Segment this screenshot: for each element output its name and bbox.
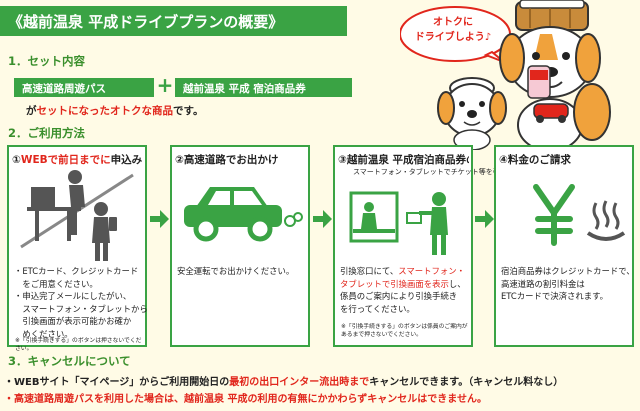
- cancel-rule-1-a: ・WEBサイト「マイページ」からご利用開始日の: [4, 377, 230, 388]
- mascot-dog-illustration: [400, 0, 611, 150]
- step-2-body: 安全運転でお出かけください。: [177, 266, 295, 276]
- arrow-right-icon: [313, 210, 332, 228]
- step-3-highlight-1: スマートフォン・: [398, 266, 465, 276]
- highway-pass-pill: 高速道路周遊パス: [14, 78, 154, 97]
- step-3-line-3: 係員のご案内により引換手続き: [340, 291, 458, 301]
- step-3-line-4: を行ってください。: [340, 303, 415, 314]
- step-3-highlight-2: タブレットで引換画面を表示: [340, 278, 449, 289]
- page-title: 《越前温泉 平成ドライブプランの概要》: [8, 13, 284, 31]
- bubble-line-2: ドライブしよう♪: [414, 32, 492, 43]
- step-1-line-5: 引換画面が表示可能かお確か: [14, 316, 132, 326]
- step-1-title-highlight: WEBで前日までに: [20, 154, 111, 166]
- section-1-heading: 1．セット内容: [8, 54, 86, 68]
- cancel-rule-1-b: キャンセルできます。（キャンセル料なし）: [369, 377, 564, 388]
- step-1-line-1: ・ETCカード、クレジットカード: [14, 266, 139, 276]
- step-1-line-3: ・申込完了メールにしたがい、: [14, 291, 132, 301]
- step-2-title: ②高速道路でお出かけ: [175, 154, 279, 166]
- step-4-body: 宿泊商品券はクレジットカードで、 高速道路の割引料金は ETCカードで決済されま…: [501, 265, 635, 303]
- step-3-line-1: 引換窓口にて、スマートフォン・: [340, 265, 468, 278]
- cancel-rule-2: ・高速道路周遊パスを利用した場合は、越前温泉 平成の利用の有無にかかわらずキャン…: [4, 394, 487, 405]
- car-icon: [184, 187, 303, 242]
- mascot-speech-bubble: オトクに ドライブしよう♪: [393, 15, 513, 45]
- set-desc-prefix: が: [26, 105, 37, 117]
- yen-icon: [533, 184, 575, 246]
- arrow-right-icon: [475, 210, 494, 228]
- title-banner: 《越前温泉 平成ドライブプランの概要》: [0, 6, 347, 36]
- step-1-title-rest: 申込み: [110, 154, 143, 166]
- section-3-heading: 3．キャンセルについて: [8, 354, 131, 368]
- step-3-note: ※「引換手続きする」のボタンは係員のご案内があるまで押さないでください。: [341, 324, 468, 338]
- set-desc-suffix: です。: [173, 105, 204, 117]
- step-2-card: ②高速道路でお出かけ 安全運転でお出かけください。: [170, 145, 310, 347]
- step-1-body: ・ETCカード、クレジットカード をご用意ください。 ・申込完了メールにしたがい…: [14, 265, 148, 340]
- hot-spring-icon: [586, 200, 626, 241]
- ticket-counter-icon: [349, 191, 448, 255]
- step-1-title: ①WEBで前日までに申込み: [12, 152, 143, 167]
- plus-sign: +: [156, 73, 174, 97]
- step-4-title: ④料金のご請求: [499, 154, 571, 166]
- step-4-line-2: 高速道路の割引料金は: [501, 278, 585, 289]
- arrow-right-icon: [150, 210, 169, 228]
- step-3-card: ③越前温泉 平成宿泊商品券の利用 スマートフォン・タブレットでチケット等を引換え…: [333, 145, 514, 347]
- set-desc-highlight: セットになったオトクな商品: [36, 105, 174, 117]
- bubble-line-1: オトクに: [433, 17, 473, 28]
- step-1-line-4: スマートフォン・タブレットから: [14, 303, 148, 314]
- step-4-card: ④料金のご請求 宿泊商品券はクレジットカードで、 高速道路の割引料金は ETCカ…: [494, 145, 635, 347]
- step-3-line-2: タブレットで引換画面を表示し、: [340, 278, 468, 291]
- hotel-voucher-pill: 越前温泉 平成 宿泊商品券: [175, 78, 352, 97]
- step-3-title: ③越前温泉 平成宿泊商品券の利用: [338, 154, 469, 166]
- step-4-line-1: 宿泊商品券はクレジットカードで、: [501, 266, 635, 276]
- step-1-line-2: をご用意ください。: [14, 278, 98, 289]
- step-1-number: ①: [12, 154, 21, 166]
- step-3-body-2: し、: [448, 278, 466, 289]
- step-3-subtitle: スマートフォン・タブレットでチケット等を引換え: [353, 168, 514, 176]
- step-1-card: ①WEBで前日までに申込み ・ETCカード、クレジットカード をご用意ください。…: [7, 145, 148, 352]
- step-4-line-3: ETCカードで決済されます。: [501, 291, 609, 301]
- step-3-body-1: 引換窓口にて、: [340, 266, 399, 276]
- person-at-computer-icon: [20, 170, 134, 261]
- section-2-heading: 2．ご利用方法: [8, 126, 86, 140]
- step-1-note: ※「引換手続きする」のボタンは押さないでください。: [15, 338, 142, 352]
- step-1-line-6: めください。: [14, 328, 73, 339]
- step-3-body: 引換窓口にて、スマートフォン・ タブレットで引換画面を表示し、 係員のご案内によ…: [340, 265, 468, 315]
- cancel-rule-1-highlight: 最初の出口インター流出時まで: [229, 377, 370, 388]
- cancel-rule-1: ・WEBサイト「マイページ」からご利用開始日の最初の出口インター流出時までキャン…: [4, 373, 563, 388]
- set-description: がセットになったオトクな商品です。: [26, 103, 203, 118]
